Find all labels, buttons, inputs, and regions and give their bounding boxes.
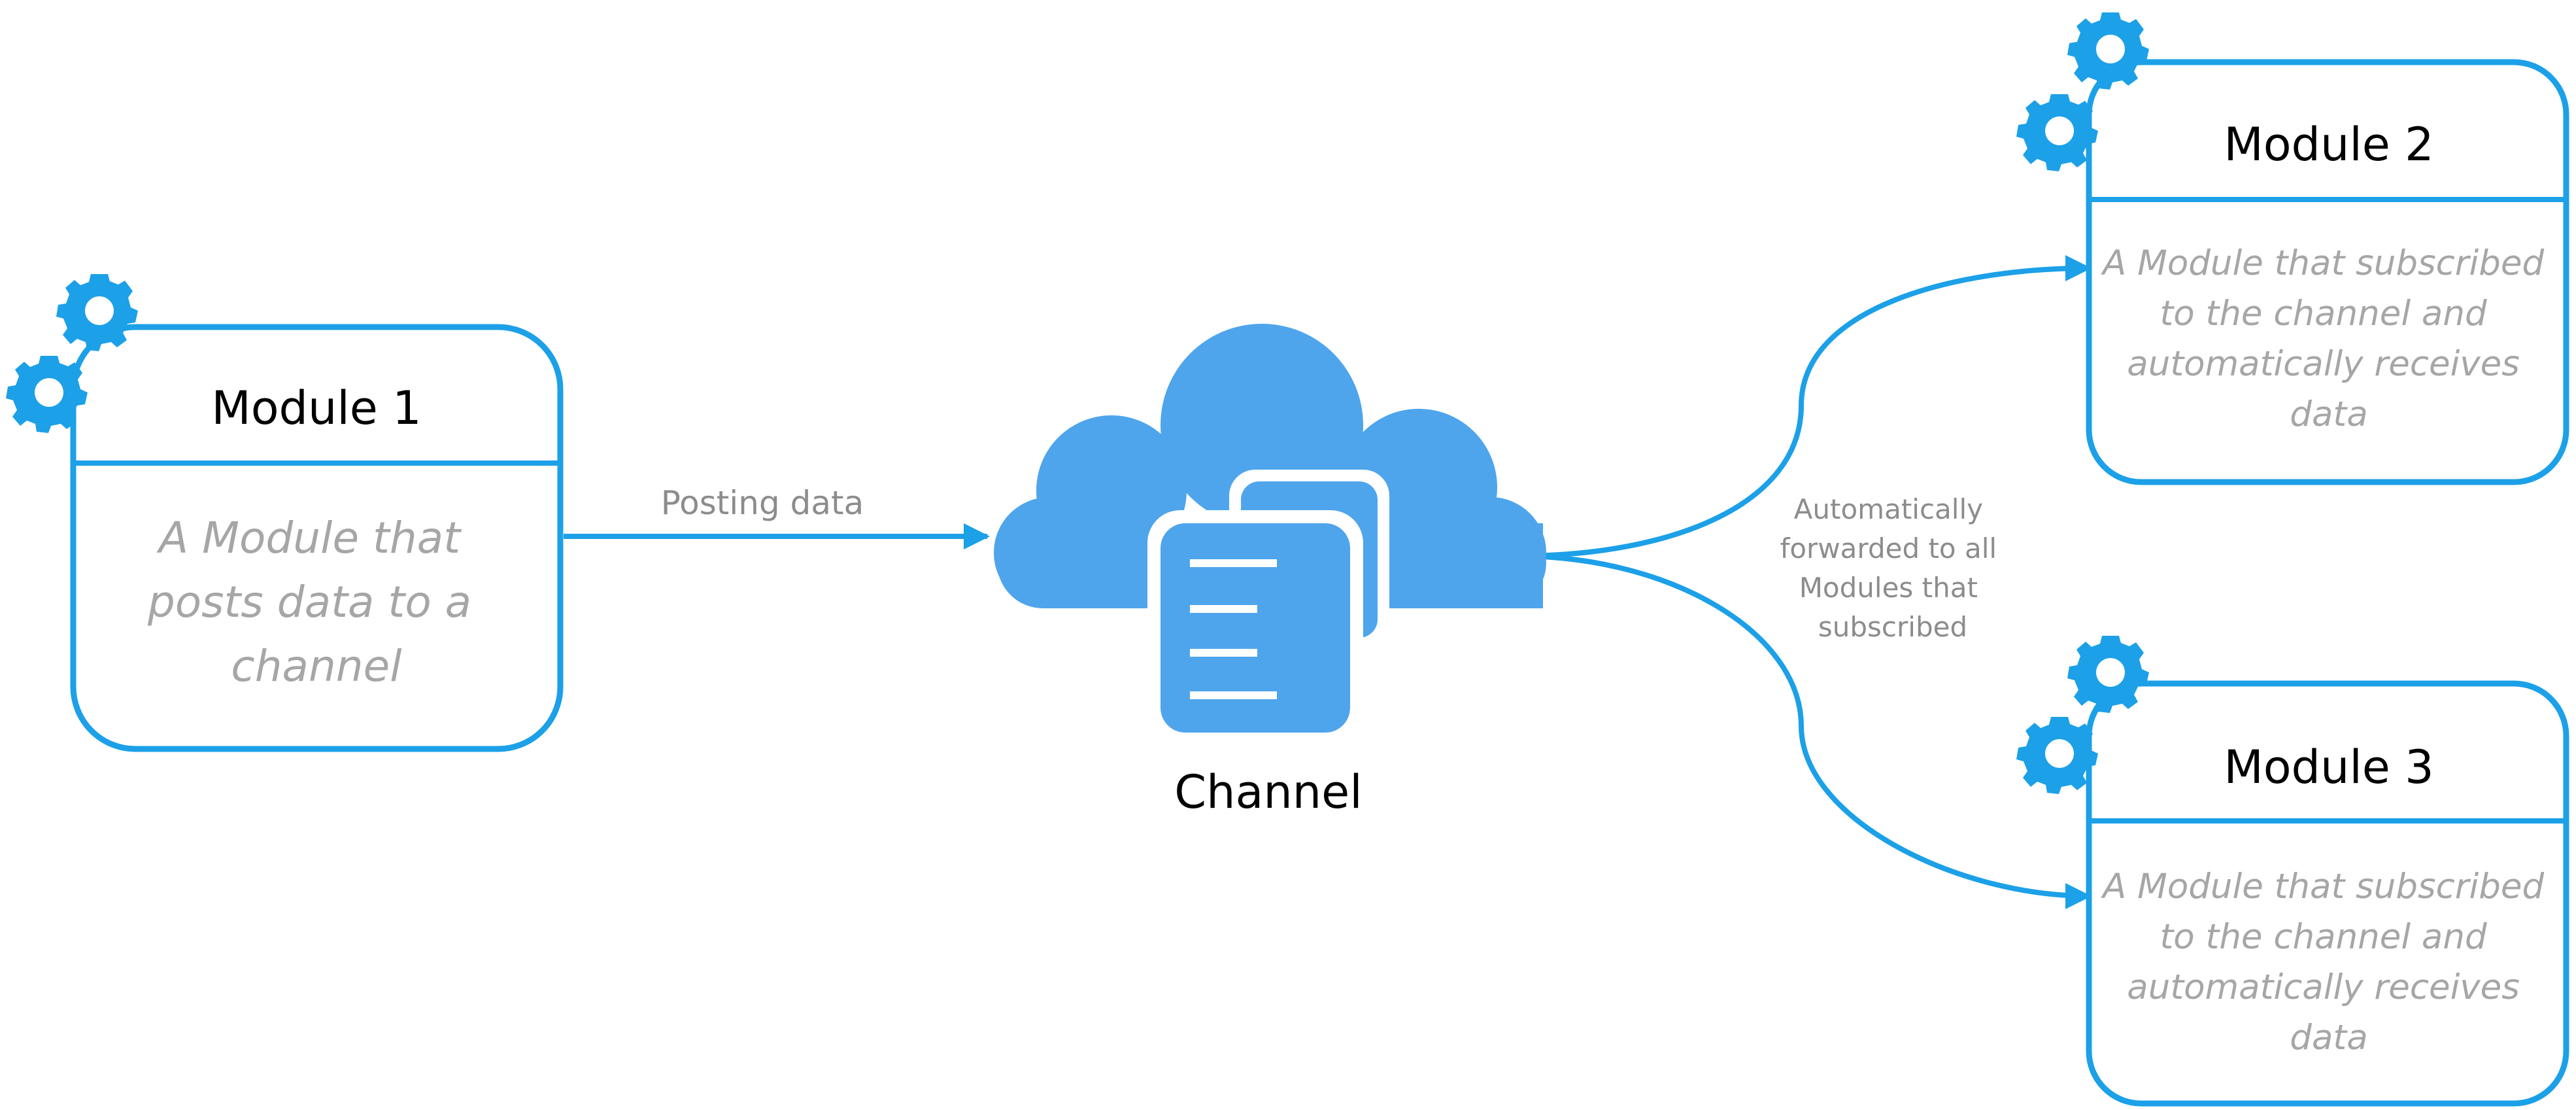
- module-2-desc-line-3: automatically receives: [2127, 344, 2520, 384]
- module-1-desc-line-2: posts data to a: [147, 577, 471, 627]
- module-2-desc-line-4: data: [2290, 394, 2367, 434]
- documents-shape: [1147, 470, 1389, 746]
- module-2-description: A Module that subscribed to the channel …: [2101, 243, 2555, 434]
- posting-data-label: Posting data: [661, 484, 864, 522]
- module-3-desc-line-1: A Module that subscribed: [2101, 867, 2545, 907]
- channel-node[interactable]: Channel: [994, 324, 1546, 819]
- module-2-desc-line-1: A Module that subscribed: [2101, 243, 2545, 283]
- connectors: [564, 255, 2092, 909]
- forwarded-label-line-1: Automatically: [1794, 493, 1983, 525]
- forwarded-label-line-3: Modules that: [1799, 572, 1978, 604]
- module-3-desc-line-4: data: [2290, 1018, 2367, 1058]
- module-3-desc-line-3: automatically receives: [2127, 967, 2520, 1007]
- module-2-desc-line-2: to the channel and: [2160, 294, 2487, 334]
- module-3-border: [2086, 680, 2569, 1107]
- module-1-border: [70, 324, 564, 752]
- module-1-desc-line-1: A Module that: [156, 513, 462, 563]
- module-3-title: Module 3: [2224, 740, 2433, 794]
- module-1-title: Module 1: [211, 381, 421, 435]
- module-3-desc-line-2: to the channel and: [2160, 917, 2487, 957]
- forward-arrow-module-2: [1516, 255, 2092, 559]
- module-3-card[interactable]: Module 3 A Module that subscribed to the…: [2016, 636, 2569, 1107]
- module-2-border: [2086, 59, 2569, 485]
- forwarded-label-line-2: forwarded to all: [1780, 532, 1997, 564]
- module-2-card[interactable]: Module 2 A Module that subscribed to the…: [2016, 12, 2569, 485]
- forwarded-label-line-4: subscribed: [1818, 611, 1967, 643]
- module-2-title: Module 2: [2224, 118, 2433, 171]
- channel-label: Channel: [1174, 765, 1362, 819]
- module-1-description: A Module that posts data to a channel: [147, 513, 485, 691]
- module-3-description: A Module that subscribed to the channel …: [2101, 867, 2555, 1058]
- module-1-desc-line-3: channel: [231, 641, 402, 691]
- forward-arrow-module-3: [1516, 553, 2092, 909]
- forwarded-label: Automatically forwarded to all Modules t…: [1780, 493, 2006, 643]
- cloud-documents-icon: [994, 324, 1546, 746]
- module-1-card[interactable]: Module 1 A Module that posts data to a c…: [6, 274, 564, 752]
